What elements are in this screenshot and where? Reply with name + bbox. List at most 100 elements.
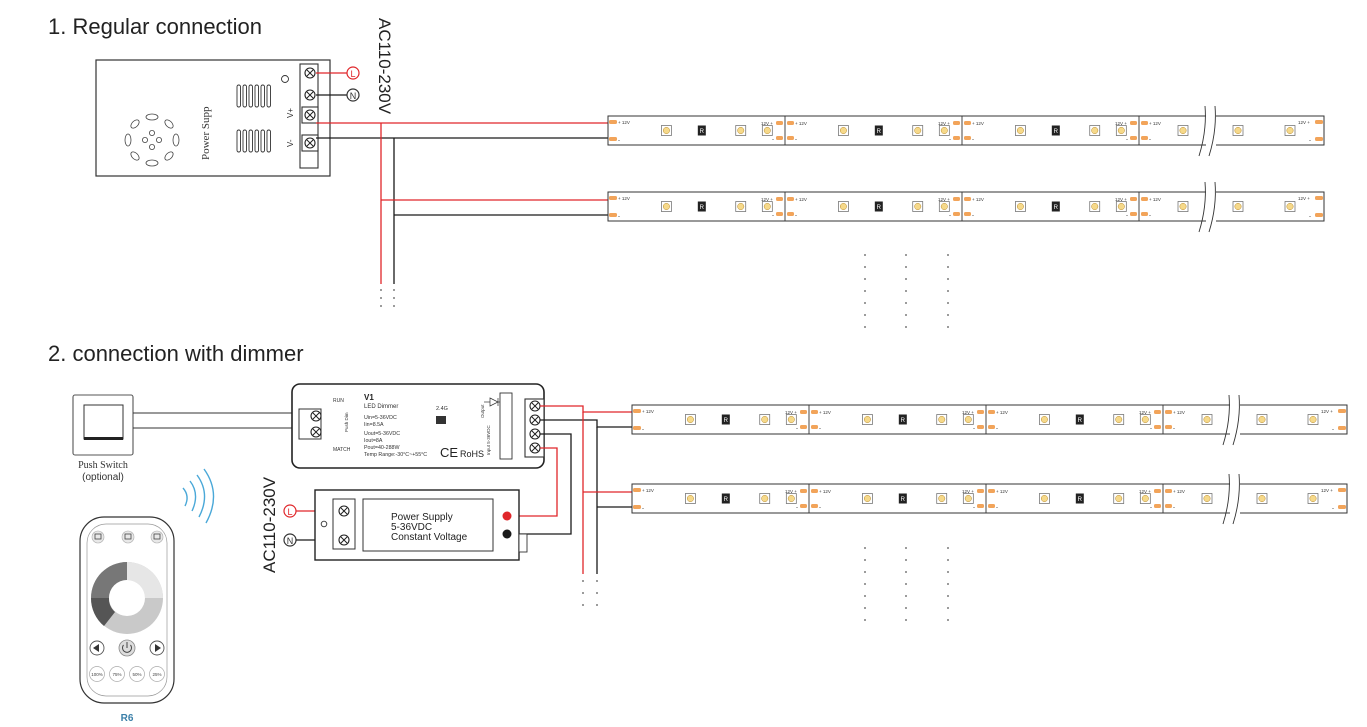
svg-text:-: -	[642, 427, 644, 433]
led-chip	[1015, 201, 1026, 212]
svg-text:12V +: 12V +	[1115, 121, 1127, 126]
ps-line3: Constant Voltage	[391, 532, 468, 543]
dimmer-push-dim: Push Dim	[344, 412, 349, 432]
led-chip	[912, 201, 924, 212]
remote-zone-1-button[interactable]	[91, 530, 105, 544]
dot	[905, 595, 907, 597]
svg-text:+ 12V: + 12V	[795, 121, 807, 126]
svg-text:-: -	[949, 213, 951, 219]
led-chip	[1307, 414, 1319, 425]
ps-plus-terminal	[502, 511, 512, 521]
resistor: R	[898, 493, 907, 504]
s1-ac-label: AC110-230V	[375, 18, 394, 115]
ps-line2: 5-36VDC	[391, 522, 432, 533]
led-chip	[936, 414, 948, 425]
push-switch[interactable]	[72, 394, 134, 456]
resistor: R	[898, 414, 907, 425]
remote-right-button[interactable]	[149, 640, 165, 656]
svg-text:12V +: 12V +	[761, 197, 773, 202]
led-chip	[962, 493, 974, 504]
led-chip	[759, 414, 771, 425]
led-chip	[862, 493, 873, 504]
svg-text:12V +: 12V +	[785, 410, 797, 415]
dimmer-spec-iin: Iin=8.5A	[364, 422, 384, 428]
dot	[864, 559, 866, 561]
remote-left-button[interactable]	[89, 640, 105, 656]
dot	[864, 266, 866, 268]
dimmer-model: V1	[364, 393, 374, 402]
dot	[947, 571, 949, 573]
dimmer-run-label: RUN	[333, 398, 344, 404]
remote-preset-button[interactable]: 75%	[109, 666, 125, 682]
svg-text:-: -	[1126, 137, 1128, 143]
svg-text:-: -	[1150, 505, 1152, 511]
strip-break	[1222, 394, 1240, 446]
section2-title: 2. connection with dimmer	[48, 341, 304, 366]
ground-icon	[281, 75, 289, 83]
dot	[864, 595, 866, 597]
svg-text:R: R	[1078, 497, 1083, 503]
remote-power-button[interactable]	[118, 639, 136, 657]
led-chip	[838, 125, 849, 136]
dot	[864, 607, 866, 609]
power-supply-cv: Power Supply 5-36VDC Constant Voltage	[314, 489, 528, 561]
power-supply-unit: Power Supp V+ V-	[95, 59, 331, 177]
svg-text:12V +: 12V +	[1298, 120, 1310, 125]
dot	[947, 595, 949, 597]
dot	[947, 278, 949, 280]
dimmer-spec-uin: Uin=5-36VDC	[364, 415, 397, 421]
svg-text:+ 12V: + 12V	[1149, 121, 1161, 126]
fan-icon	[124, 113, 180, 167]
svg-text:12V +: 12V +	[938, 197, 950, 202]
svg-text:-: -	[972, 213, 974, 219]
led-chip	[1177, 125, 1189, 136]
led-chip	[938, 201, 950, 212]
power-supply-label: Power Supp	[200, 106, 212, 160]
remote-zone-3-button[interactable]	[150, 530, 164, 544]
s1-terminal-n	[346, 88, 360, 102]
dimmer-spec-temp: Temp Range:-30°C~+55°C	[364, 452, 427, 458]
dot	[905, 266, 907, 268]
dimmer-spec-iout: Iout=8A	[364, 438, 383, 444]
led-chip	[1115, 125, 1127, 136]
s2-ac-label: AC110-230V	[260, 476, 279, 573]
led-chip	[912, 125, 924, 136]
remote-preset-button[interactable]: 25%	[149, 666, 165, 682]
dot	[864, 254, 866, 256]
svg-text:R: R	[724, 497, 729, 503]
remote-preset-button[interactable]: 100%	[89, 666, 105, 682]
dimmer-match-label: MATCH	[333, 447, 351, 453]
remote-preset-button[interactable]: 50%	[129, 666, 145, 682]
svg-text:-: -	[819, 505, 821, 511]
svg-text:R: R	[1078, 418, 1083, 424]
strip-break	[1198, 181, 1216, 233]
dot	[905, 254, 907, 256]
dimmer-terminal-block	[499, 392, 545, 460]
svg-text:-: -	[772, 137, 774, 143]
dot	[905, 314, 907, 316]
ce-mark: CE	[440, 445, 458, 460]
led-chip	[1201, 493, 1213, 504]
s2-continuation-dots	[582, 580, 598, 606]
resistor: R	[1051, 201, 1060, 212]
remote-zone-2-button[interactable]	[121, 530, 135, 544]
svg-text:+ 12V: + 12V	[996, 489, 1008, 494]
s1-more-strips-dots	[864, 254, 949, 328]
svg-text:-: -	[996, 505, 998, 511]
dot	[947, 254, 949, 256]
strip-joint: 12V ++ 12V--	[761, 116, 807, 145]
svg-text:12V +: 12V +	[785, 489, 797, 494]
svg-text:-: -	[618, 138, 620, 144]
remote-preset-label: 75%	[112, 672, 121, 677]
led-chip	[785, 493, 797, 504]
led-chip	[1256, 493, 1268, 504]
led-chip	[1089, 201, 1101, 212]
svg-text:R: R	[724, 418, 729, 424]
resistor: R	[697, 201, 706, 212]
led-chip	[1115, 201, 1127, 212]
svg-text:R: R	[877, 129, 882, 135]
led-chip	[1256, 414, 1268, 425]
led-chip	[938, 125, 950, 136]
led-chip	[1201, 414, 1213, 425]
remote-color-wheel[interactable]	[90, 562, 163, 634]
